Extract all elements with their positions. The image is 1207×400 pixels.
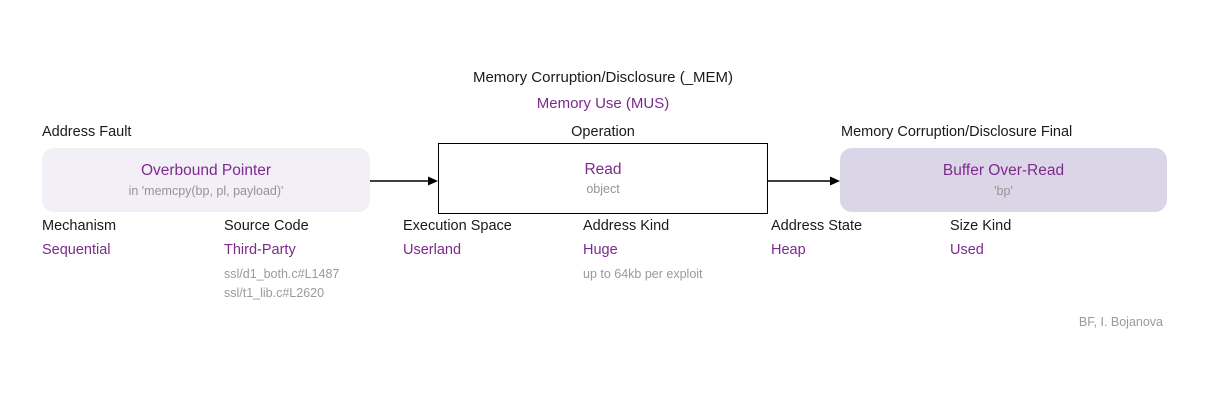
address-kind-detail: up to 64kb per exploit bbox=[583, 267, 703, 281]
node-final-error-note: 'bp' bbox=[994, 183, 1013, 198]
node-address-fault[interactable]: Overbound Pointer in 'memcpy(bp, pl, pay… bbox=[42, 148, 370, 212]
arrow-operation-to-final bbox=[768, 176, 840, 186]
node-operation-value: Read bbox=[584, 160, 622, 178]
attribute-mechanism-name: Mechanism bbox=[42, 218, 117, 234]
node-header-address-fault: Address Fault bbox=[42, 124, 132, 140]
attribute-size-kind-name: Size Kind bbox=[950, 218, 1012, 234]
bug-class-title: Memory Corruption/Disclosure (_MEM) bbox=[472, 69, 734, 86]
attribute-execution-space-value: Userland bbox=[403, 241, 462, 258]
node-address-fault-value: Overbound Pointer bbox=[140, 162, 272, 180]
attribute-source-code-notes: ssl/d1_both.c#L1487 ssl/t1_lib.c#L2620 bbox=[224, 265, 339, 304]
node-header-final: Memory Corruption/Disclosure Final bbox=[841, 124, 1073, 140]
attribute-mechanism-value: Sequential bbox=[42, 241, 111, 258]
attribute-source-code-value: Third-Party bbox=[224, 241, 296, 258]
attribute-source-code-name: Source Code bbox=[224, 218, 309, 234]
source-code-ref: ssl/d1_both.c#L1487 bbox=[224, 267, 340, 281]
node-operation[interactable]: Read object bbox=[438, 143, 768, 214]
attribute-address-state-name: Address State bbox=[771, 218, 863, 234]
attribute-mechanism[interactable]: Mechanism Sequential bbox=[42, 219, 116, 257]
attribute-execution-space-name: Execution Space bbox=[403, 218, 512, 234]
node-address-fault-note: in 'memcpy(bp, pl, payload)' bbox=[128, 183, 284, 198]
attribute-source-code[interactable]: Source Code Third-Party ssl/d1_both.c#L1… bbox=[224, 219, 339, 304]
attribute-address-state-value: Heap bbox=[771, 241, 806, 258]
node-operation-note: object bbox=[586, 182, 620, 197]
attribute-size-kind[interactable]: Size Kind Used bbox=[950, 219, 1011, 257]
source-code-ref: ssl/t1_lib.c#L2620 bbox=[224, 286, 325, 301]
attribute-address-state[interactable]: Address State Heap bbox=[771, 219, 862, 257]
node-header-operation: Operation bbox=[571, 124, 635, 140]
attribute-address-kind-notes: up to 64kb per exploit bbox=[583, 265, 703, 284]
attribute-address-kind-value: Huge bbox=[583, 241, 618, 258]
bug-class-subtitle: Memory Use (MUS) bbox=[536, 95, 670, 112]
arrow-fault-to-operation bbox=[370, 176, 438, 186]
node-final-error-value: Buffer Over-Read bbox=[942, 162, 1065, 180]
attribute-size-kind-value: Used bbox=[950, 241, 984, 258]
attribute-address-kind-name: Address Kind bbox=[583, 218, 670, 234]
node-final-error[interactable]: Buffer Over-Read 'bp' bbox=[840, 148, 1167, 212]
attribute-address-kind[interactable]: Address Kind Huge up to 64kb per exploit bbox=[583, 219, 703, 284]
attribute-execution-space[interactable]: Execution Space Userland bbox=[403, 219, 512, 257]
credit-label: BF, I. Bojanova bbox=[1078, 315, 1163, 329]
